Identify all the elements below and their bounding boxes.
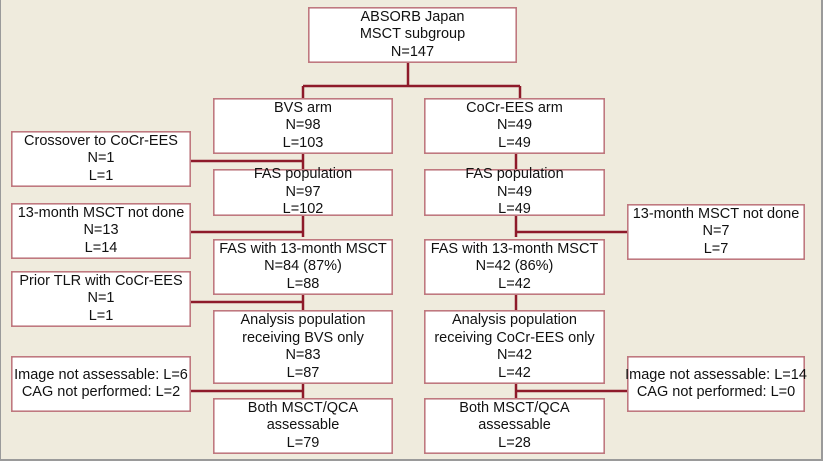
box-text-line: L=1 (88, 167, 114, 184)
box-text-line: receiving BVS only (242, 329, 364, 346)
box-text-line: N=83 (285, 347, 321, 363)
box-text-line: 13-month MSCT not done (17, 204, 185, 221)
box-text-line: L=102 (282, 201, 324, 218)
box-text-line: L=42 (498, 275, 531, 292)
box-text-line: N=97 (285, 183, 321, 200)
box-text-line: CoCr-EES arm (466, 99, 563, 116)
box-text-line: N=42 (496, 347, 533, 363)
box-text-line: Crossover to CoCr-EES (24, 132, 178, 149)
box-text-line: N=1 (87, 150, 115, 167)
box-text-line: L=79 (286, 434, 320, 451)
box-text-line: L=28 (498, 434, 531, 451)
box-text-line: L=42 (498, 364, 531, 381)
box-text-line: Analysis population (240, 312, 366, 328)
box-text-line: assessable (478, 417, 551, 434)
box-text-line: N=98 (285, 117, 321, 134)
box-text-line: L=49 (498, 134, 531, 151)
box-text-line: N=49 (496, 117, 533, 134)
box-text-line: N=13 (83, 222, 119, 239)
box-text-line: FAS population (253, 166, 353, 183)
box-text-line: Image not assessable: L=14 (625, 366, 807, 383)
box-text-line: FAS with 13-month MSCT (430, 240, 599, 257)
box-text-line: Both MSCT/QCA (459, 399, 570, 416)
box-text-line: assessable (266, 417, 340, 434)
box-text-line: L=88 (286, 275, 320, 292)
box-text-line: N=84 (87%) (264, 258, 342, 275)
box-text-line: BVS arm (273, 99, 332, 116)
box-text-line: N=1 (87, 290, 115, 307)
box-text-line: 13-month MSCT not done (632, 205, 800, 222)
box-text-line: L=103 (282, 134, 324, 151)
box-text-line: receiving CoCr-EES only (434, 329, 595, 346)
box-text-line: FAS with 13-month MSCT (219, 240, 387, 257)
box-text-line: Analysis population (452, 312, 577, 328)
box-text-line: N=49 (496, 183, 533, 200)
box-text-line: CAG not performed: L=0 (636, 384, 796, 400)
box-text-line: L=14 (84, 239, 118, 256)
box-text-line: FAS population (465, 166, 564, 183)
box-text-line: L=1 (88, 307, 114, 324)
box-text-line: L=87 (286, 364, 320, 381)
box-text-line: ABSORB Japan (360, 8, 465, 25)
box-text-line: Both MSCT/QCA (247, 399, 359, 416)
box-text-line: N=42 (86%) (475, 258, 554, 275)
box-text-line: Image not assessable: L=6 (14, 366, 188, 383)
box-text-line: Prior TLR with CoCr-EES (19, 272, 183, 289)
box-text-line: L=7 (703, 240, 729, 257)
box-text-line: CAG not performed: L=2 (21, 384, 181, 400)
box-text-line: L=49 (498, 201, 531, 218)
box-text-line: MSCT subgroup (359, 26, 466, 43)
box-text-line: N=7 (702, 223, 730, 240)
box-text-line: N=147 (390, 43, 435, 60)
